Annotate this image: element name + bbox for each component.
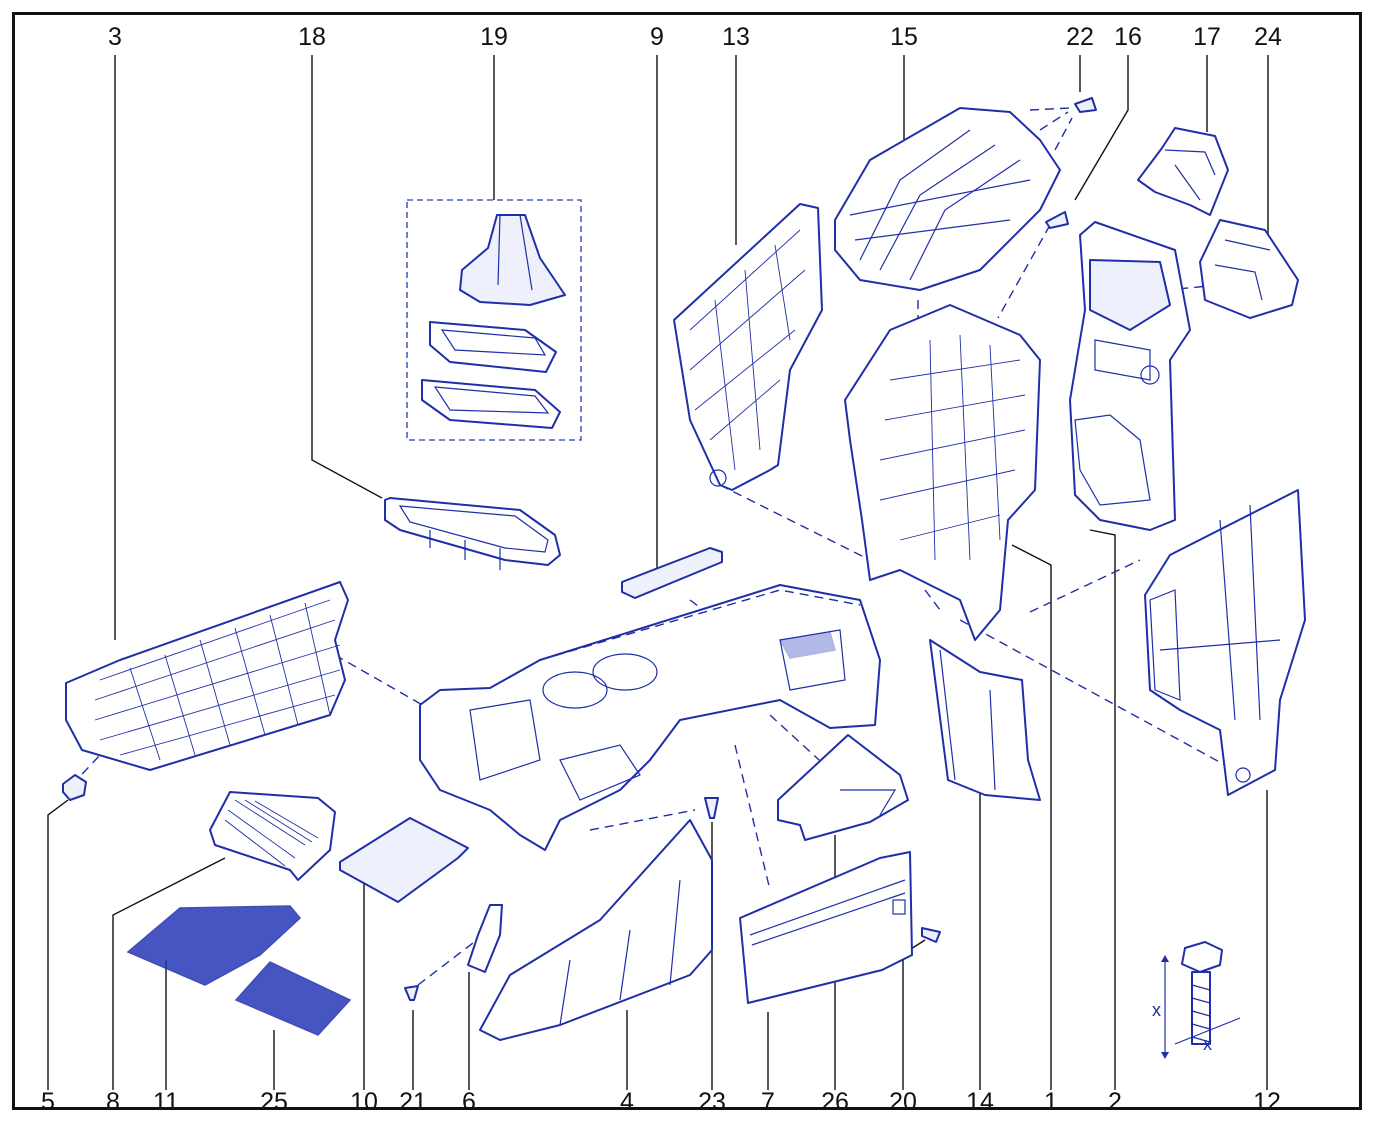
callout-26: 26 — [821, 1088, 849, 1116]
callout-12: 12 — [1253, 1088, 1281, 1116]
callout-19: 19 — [480, 23, 508, 51]
part-25-floor-mat — [234, 961, 352, 1036]
callout-21: 21 — [399, 1088, 427, 1116]
shift-boot-frame — [429, 321, 557, 373]
leader-5 — [47, 799, 69, 1090]
callout-22: 22 — [1066, 23, 1094, 51]
bolt-shank — [1191, 971, 1211, 1045]
shift-boot — [459, 214, 566, 306]
part-19-shift-boot-group — [406, 199, 582, 441]
part-13-side-panel — [673, 203, 823, 491]
leader-2 — [1089, 529, 1116, 1090]
callout-24: 24 — [1254, 23, 1282, 51]
part-12-rear-panel — [1144, 489, 1306, 796]
console-base — [419, 584, 881, 851]
part-17-cup-insert — [1137, 127, 1229, 216]
callout-15: 15 — [890, 23, 918, 51]
bolt-dimension-detail: x x — [1152, 941, 1241, 1059]
part-21-screw — [404, 985, 419, 1001]
callout-13: 13 — [722, 23, 750, 51]
part-11-floor-mat — [126, 905, 302, 986]
part-23-screw — [704, 797, 719, 819]
cupholder-1 — [542, 671, 608, 709]
callout-16: 16 — [1114, 23, 1142, 51]
cupholder-2 — [592, 653, 658, 691]
callout-8: 8 — [106, 1088, 120, 1116]
callout-14: 14 — [966, 1088, 994, 1116]
leader-18 — [311, 55, 383, 499]
callout-5: 5 — [41, 1088, 55, 1116]
callout-20: 20 — [889, 1088, 917, 1116]
callout-2: 2 — [1108, 1088, 1122, 1116]
part-24-vent — [1199, 219, 1299, 319]
part-20-screw — [921, 927, 941, 943]
dimension-x-vertical: x — [1152, 1000, 1161, 1020]
part-3-left-side-panel — [65, 581, 349, 771]
diagram-frame — [12, 12, 1362, 1110]
callout-25: 25 — [260, 1088, 288, 1116]
part-18-trim-bezel — [384, 497, 561, 570]
callout-17: 17 — [1193, 23, 1221, 51]
part-5-clip — [62, 774, 87, 801]
callout-3: 3 — [108, 23, 122, 51]
part-14-side-cover — [929, 639, 1041, 801]
callout-6: 6 — [462, 1088, 476, 1116]
callout-23: 23 — [698, 1088, 726, 1116]
bottom-callouts: 5 8 11 25 10 21 6 4 23 7 26 20 14 1 2 12 — [41, 1088, 1281, 1116]
dimension-x-horizontal: x — [1203, 1034, 1212, 1054]
part-9-cover-strip — [621, 547, 723, 599]
part-8-storage-tray — [209, 791, 336, 881]
part-22-screw — [1074, 97, 1097, 113]
leader-20 — [902, 939, 926, 1090]
bolt-head — [1181, 941, 1223, 973]
part-15-armrest-lid — [834, 107, 1061, 291]
leader-1 — [1011, 544, 1052, 1090]
top-callouts: 3 18 19 9 13 15 22 16 17 24 — [108, 23, 1282, 51]
part-4-lower-side-trim — [479, 819, 713, 1041]
part-2-rear-console — [1069, 221, 1191, 531]
leader-8 — [112, 857, 226, 1090]
part-10-lid — [339, 817, 469, 903]
part-16-screw — [1045, 211, 1069, 229]
part-26-insulator — [777, 734, 909, 841]
part-6-bracket — [467, 904, 503, 973]
callout-10: 10 — [350, 1088, 378, 1116]
callout-18: 18 — [298, 23, 326, 51]
callout-1: 1 — [1044, 1088, 1058, 1116]
callout-4: 4 — [620, 1088, 634, 1116]
callout-7: 7 — [761, 1088, 775, 1116]
shift-boot-bezel — [421, 379, 561, 429]
callout-11: 11 — [153, 1088, 179, 1116]
part-7-rear-lower-trim — [739, 851, 913, 1004]
part-1-armrest-box — [844, 304, 1041, 641]
callout-9: 9 — [650, 23, 664, 51]
part-19-dashed-box — [406, 199, 582, 441]
leader-16 — [1074, 55, 1129, 201]
